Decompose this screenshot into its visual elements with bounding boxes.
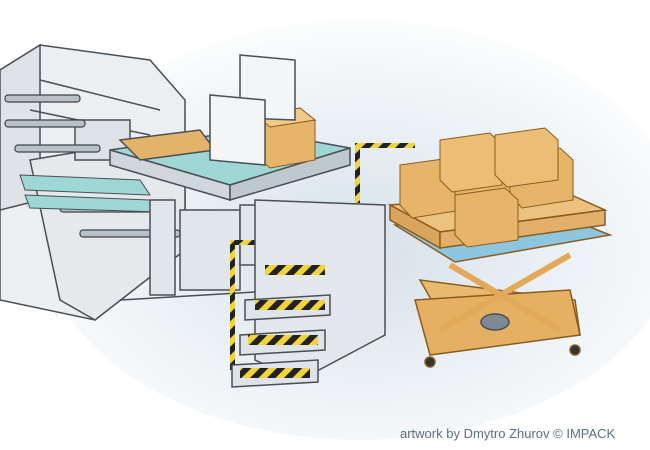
access-stairs: [231, 199, 386, 388]
guide-plates: [209, 54, 296, 166]
feed-conveyor: [19, 174, 162, 213]
carton-stacks-on-pallet: [399, 127, 574, 248]
artwork-credit: artwork by Dmytro Zhurov © IMPACK: [400, 426, 616, 441]
